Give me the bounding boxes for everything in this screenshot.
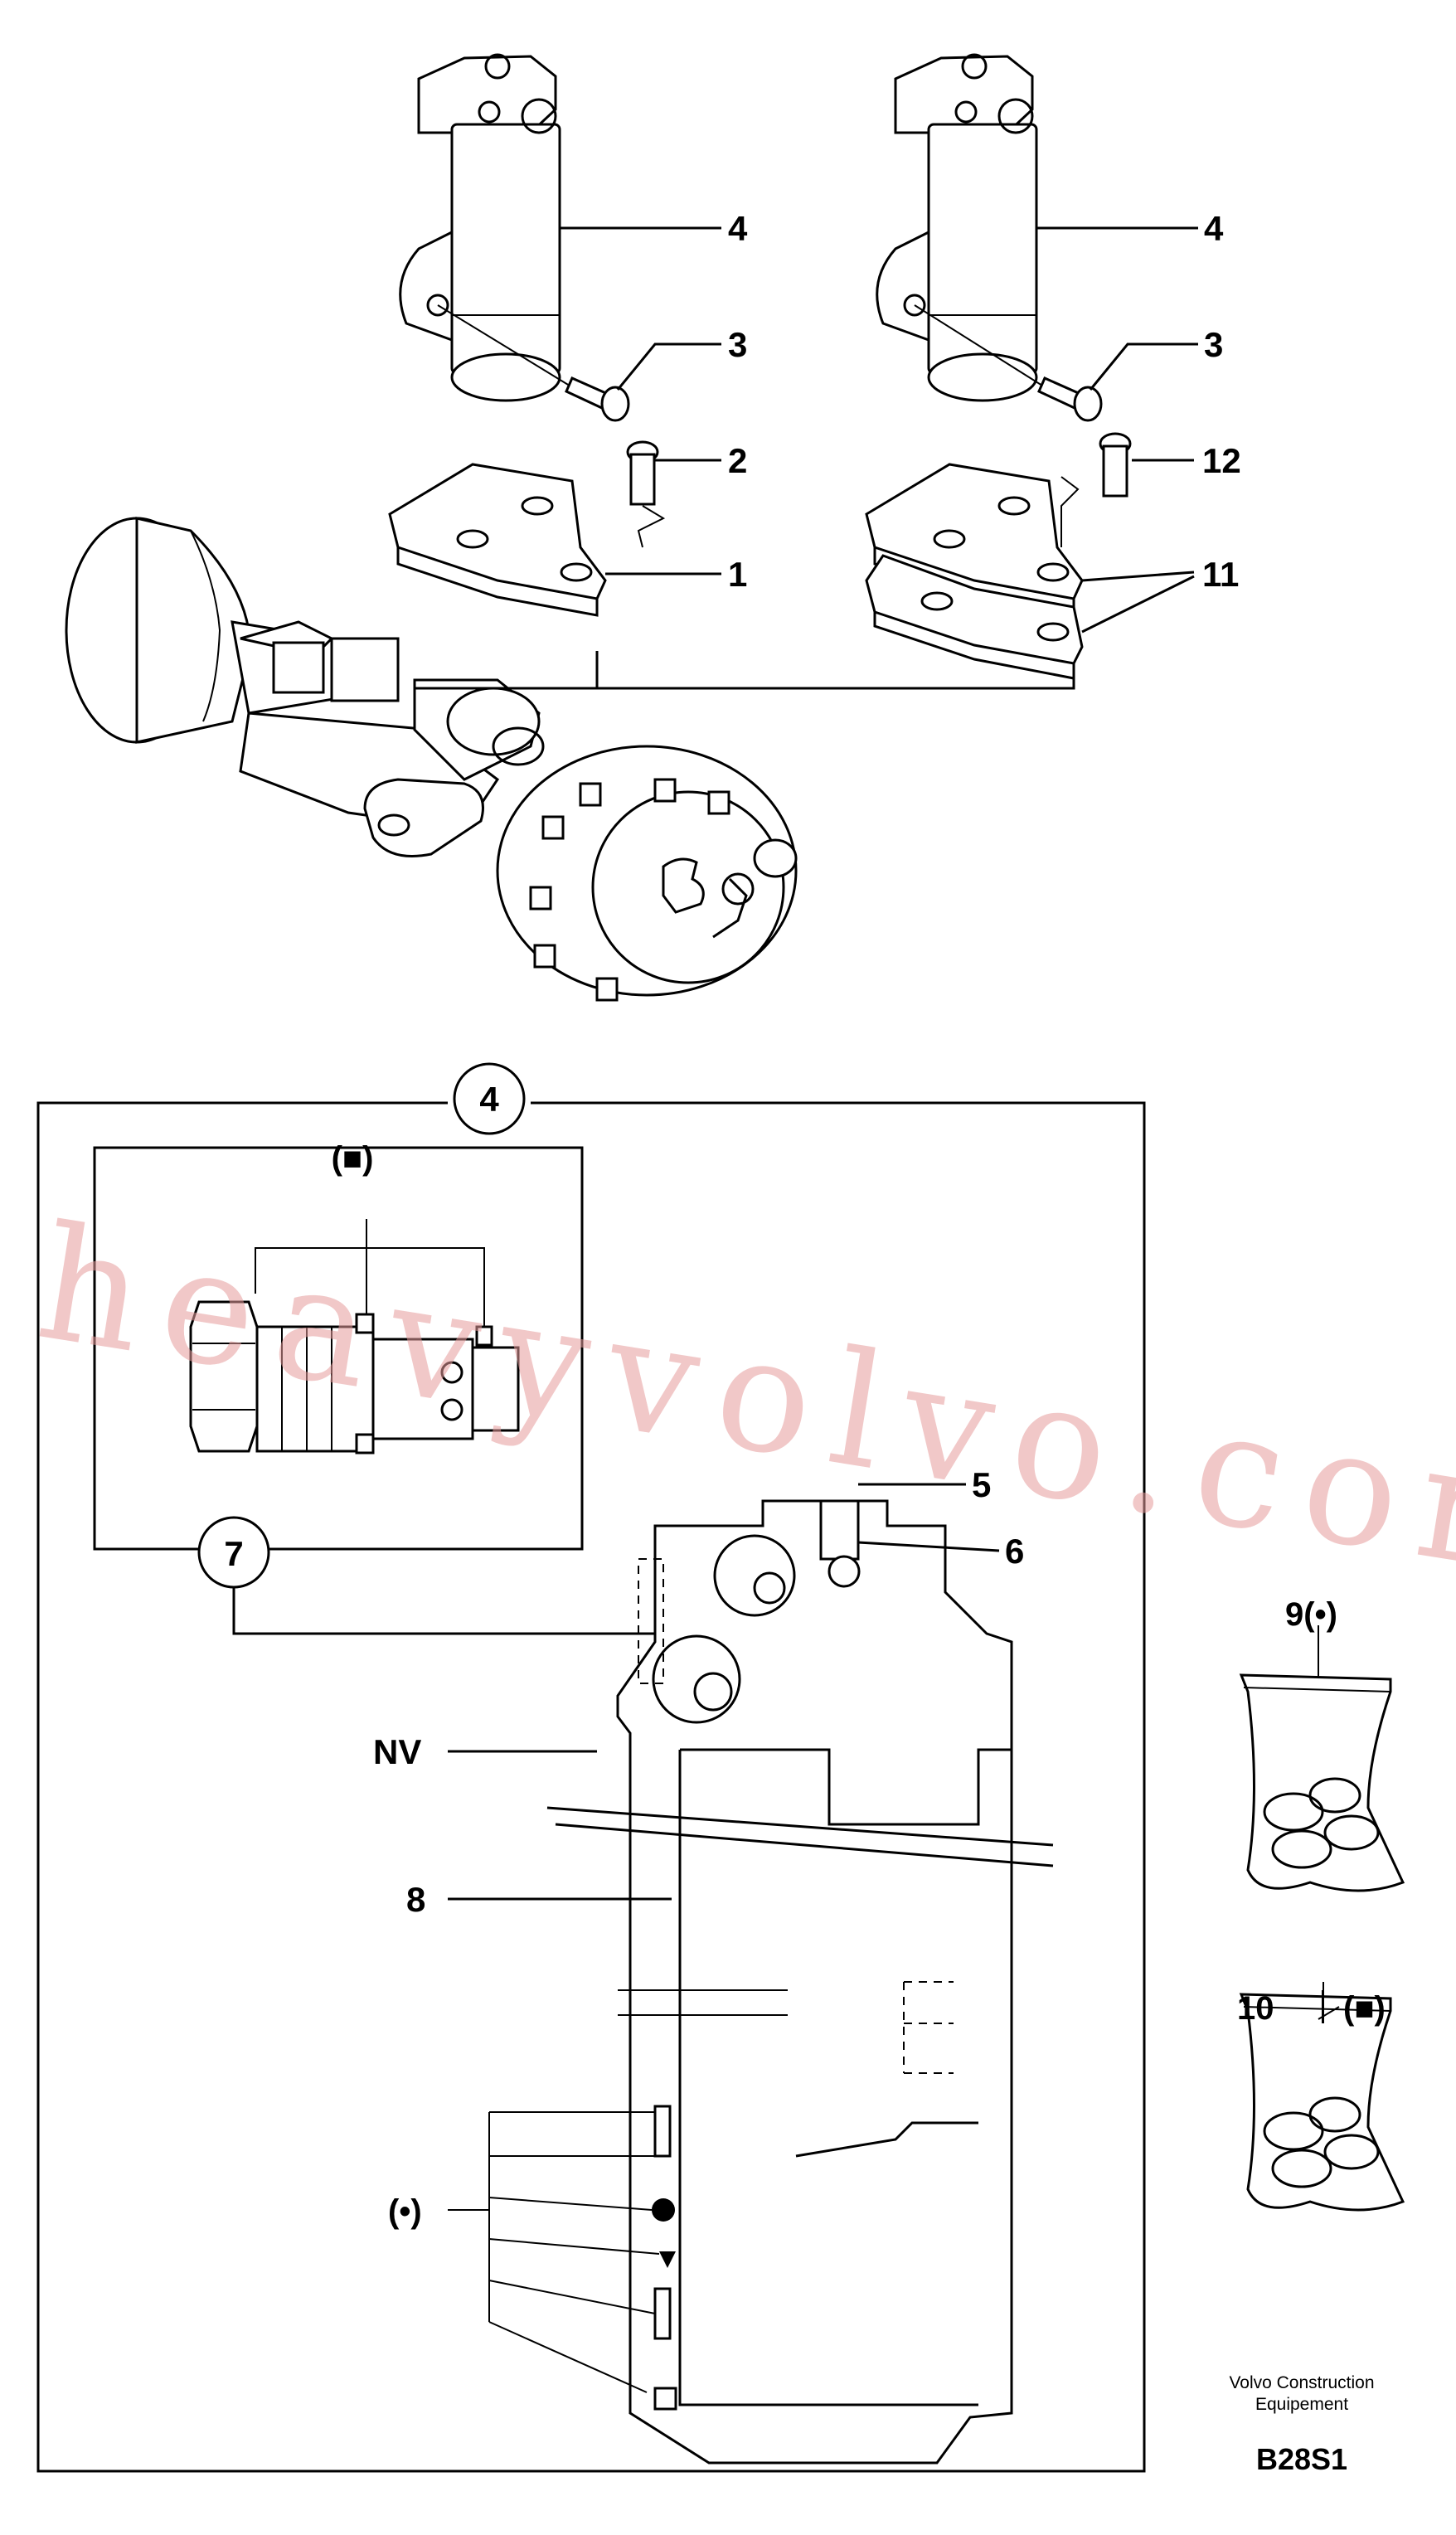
callout-nv: NV (373, 1732, 421, 1771)
detail-4-label: 4 (479, 1080, 499, 1119)
square-marker-label: (■) (332, 1140, 374, 1177)
callout-3-right: 3 (1204, 325, 1223, 364)
seal-kit-bag-9 (1239, 1625, 1405, 1892)
detail-7-label: 7 (224, 1534, 243, 1573)
seal-kit-bag-10 (1239, 1982, 1405, 2212)
steering-cylinder-right (876, 53, 1038, 402)
kit-9-label: 9(•) (1285, 1596, 1337, 1633)
callout-5: 5 (972, 1465, 991, 1504)
seal-kit-leaders (448, 2111, 660, 2393)
plate-1 (388, 463, 607, 617)
detail-4-circle (453, 1062, 526, 1135)
callout-8: 8 (406, 1880, 425, 1919)
callout-6: 6 (1005, 1532, 1024, 1571)
detail-frame (36, 1062, 1146, 2473)
steering-valve-body (546, 1499, 1054, 2465)
axle-assembly (65, 517, 1075, 1002)
valve-inset (93, 1146, 584, 1551)
bolt-3-right (914, 304, 1103, 422)
callout-11: 11 (1202, 555, 1239, 594)
footer-brand-line1: Volvo Construction (1229, 2373, 1374, 2392)
callout-4-right: 4 (1204, 209, 1224, 248)
callout-1: 1 (728, 555, 747, 594)
bolt-3-left (437, 304, 630, 422)
plate-11 (865, 463, 1084, 680)
leader-lines (448, 226, 1198, 1901)
drawing-code: B28S1 (1256, 2442, 1347, 2476)
bolt-2 (626, 440, 666, 548)
steering-cylinder-left (399, 53, 561, 402)
bolt-12 (1060, 432, 1132, 547)
footer-brand-line2: Equipement (1255, 2395, 1348, 2414)
dot-marker-label: (•) (388, 2193, 422, 2230)
kit-10-marker-label: (■) (1343, 1990, 1386, 2027)
callout-3-left: 3 (728, 325, 747, 364)
callout-12: 12 (1202, 441, 1241, 480)
callout-2: 2 (728, 441, 747, 480)
callout-4-left: 4 (728, 209, 748, 248)
kit-10-label: 10 (1237, 1990, 1274, 2027)
